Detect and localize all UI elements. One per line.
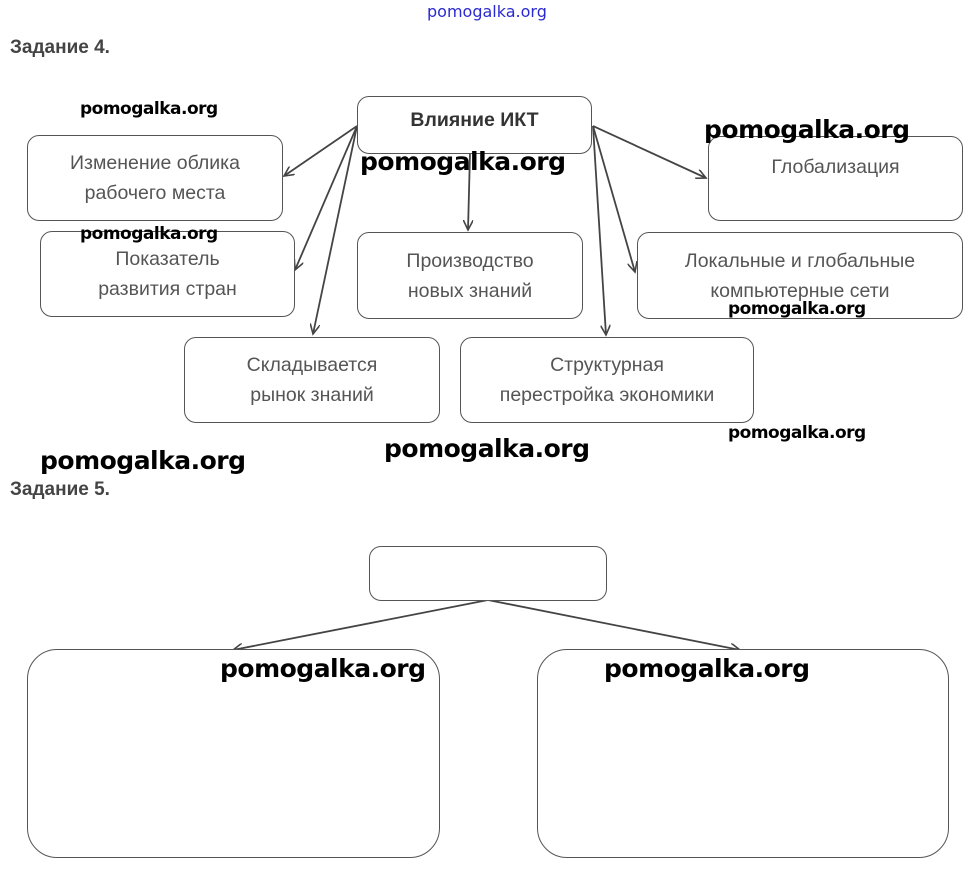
watermark: pomogalka.org: [80, 99, 218, 119]
watermark: pomogalka.org: [604, 654, 810, 683]
arrow-task5-left: [233, 599, 489, 650]
watermark: pomogalka.org: [40, 446, 246, 475]
watermark: pomogalka.org: [704, 115, 910, 144]
box-line: Складывается: [246, 354, 378, 376]
task5-heading: Задание 5.: [10, 479, 110, 500]
arrow-to-economy: [592, 125, 606, 335]
box-development: Показатель развития стран: [40, 231, 295, 317]
box-line: Структурная: [550, 354, 664, 376]
task4-heading: Задание 4.: [10, 37, 110, 58]
box-market: Складывается рынок знаний: [184, 337, 440, 423]
arrow-task5-right: [487, 599, 740, 650]
box-line: Глобализация: [771, 156, 900, 178]
task5-left-box[interactable]: [27, 649, 440, 858]
arrow-to-workplace: [284, 125, 358, 176]
site-watermark-top[interactable]: pomogalka.org: [427, 2, 547, 21]
box-networks: Локальные и глобальные компьютерные сети: [637, 232, 963, 319]
watermark: pomogalka.org: [220, 654, 426, 683]
arrow-to-globalization: [592, 125, 706, 178]
center-box-ikt: Влияние ИКТ: [357, 96, 592, 154]
watermark: pomogalka.org: [728, 423, 866, 443]
box-line: перестройка экономики: [499, 384, 715, 406]
box-globalization: Глобализация: [708, 136, 963, 221]
box-economy: Структурная перестройка экономики: [460, 337, 754, 423]
arrow-to-development: [295, 125, 358, 270]
box-knowledge: Производство новых знаний: [357, 232, 583, 319]
box-line: рынок знаний: [250, 384, 374, 406]
box-line: рабочего места: [84, 182, 226, 204]
box-line: Производство: [406, 249, 534, 272]
arrow-to-knowledge: [468, 152, 470, 230]
box-workplace: Изменение облика рабочего места: [27, 135, 283, 221]
box-line: Изменение облика: [70, 152, 240, 174]
arrow-to-networks: [592, 125, 635, 272]
watermark: pomogalka.org: [360, 147, 566, 176]
task5-center-box[interactable]: [369, 546, 607, 601]
center-label: Влияние ИКТ: [410, 109, 539, 131]
watermark: pomogalka.org: [80, 224, 218, 244]
box-line: Показатель: [115, 248, 220, 270]
box-line: компьютерные сети: [710, 279, 890, 302]
task5-right-box[interactable]: [537, 649, 949, 858]
arrow-to-market: [313, 125, 358, 334]
watermark: pomogalka.org: [728, 299, 866, 319]
box-line: развития стран: [98, 278, 237, 300]
box-line: новых знаний: [407, 279, 533, 302]
watermark: pomogalka.org: [384, 434, 590, 463]
box-line: Локальные и глобальные: [684, 249, 916, 272]
